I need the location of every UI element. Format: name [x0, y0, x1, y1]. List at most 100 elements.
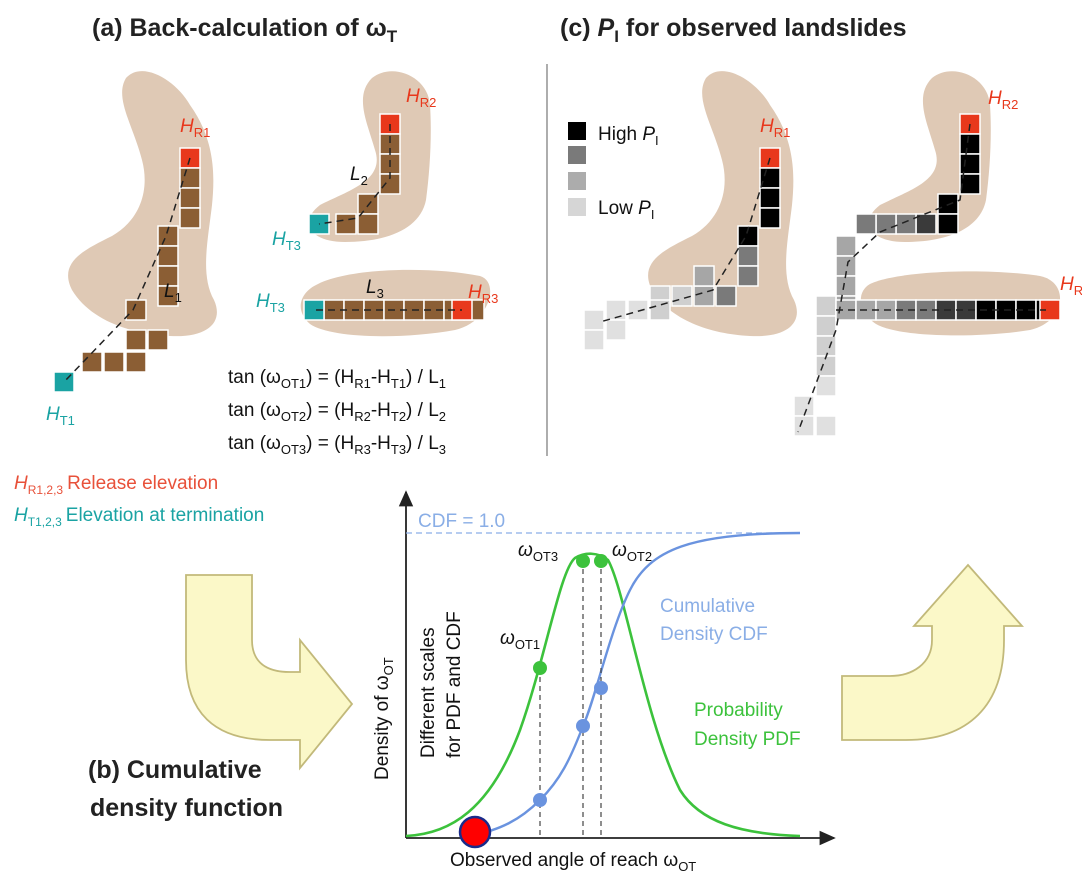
- cdf-point-wot3: [576, 719, 590, 733]
- label-HR3: HR3: [468, 282, 498, 306]
- pi-cell: [937, 213, 959, 235]
- label-HT3-upper: HT3: [272, 229, 301, 253]
- landslide-c1-shape: [648, 71, 797, 337]
- path-cell: [179, 167, 201, 189]
- pi-cell: [693, 285, 715, 307]
- pi-cell: [671, 285, 693, 307]
- pi-cell: [759, 187, 781, 209]
- cdf-name-line2: Density CDF: [660, 624, 768, 645]
- pdf-name-line1: Probability: [694, 700, 783, 721]
- arrow-left-curved: [185, 574, 354, 771]
- legend-swatch-low: [568, 198, 586, 216]
- cdf-name-line1: Cumulative: [660, 596, 755, 617]
- pi-legend: High PI Low PI: [568, 122, 659, 222]
- arrow-right-curved: [841, 563, 1024, 741]
- path-cell: [179, 207, 201, 229]
- pi-cell: [835, 235, 857, 257]
- flow-path-1: [63, 157, 191, 383]
- label-c-HR1: HR1: [760, 116, 790, 140]
- pi-cell: [737, 245, 759, 267]
- path-cell: [179, 187, 201, 209]
- pi-cell: [835, 275, 857, 297]
- legend-swatch-mid: [568, 146, 586, 164]
- pi-cell: [815, 355, 837, 377]
- path-cell: [157, 285, 179, 307]
- pi-cell: [693, 265, 715, 287]
- flow-path-2: [318, 124, 391, 225]
- path-cell: [125, 329, 147, 351]
- pi-cell: [605, 319, 627, 341]
- equation-1: tan (ωOT1) = (HR1-HT1) / L1: [228, 367, 446, 391]
- pi-cell: [759, 207, 781, 229]
- legend-swatch-high: [568, 122, 586, 140]
- cdf-chart: CDF = 1.0 ωOT1 ωOT3 ωOT2 Cumulative Dens…: [372, 490, 836, 874]
- label-L3: L3: [366, 277, 384, 301]
- pdf-name-line2: Density PDF: [694, 729, 801, 750]
- pi-cell: [793, 415, 815, 437]
- pi-cell: [959, 153, 981, 175]
- pdf-curve: [405, 552, 801, 838]
- pi-cell: [875, 213, 897, 235]
- equation-3: tan (ωOT3) = (HR3-HT3) / L3: [228, 433, 446, 457]
- pi-cell: [815, 375, 837, 397]
- pi-cell: [855, 213, 877, 235]
- pi-cell: [815, 315, 837, 337]
- cdf-point-wot1: [533, 793, 547, 807]
- pi-cell: [759, 167, 781, 189]
- cdf-max-label: CDF = 1.0: [418, 511, 505, 532]
- label-HR1: HR1: [180, 116, 210, 140]
- cdf-curve: [469, 531, 801, 838]
- label-wot2: ωOT2: [612, 540, 652, 564]
- termination-cell: [303, 299, 325, 321]
- path-cell: [103, 351, 125, 373]
- path-cell: [147, 329, 169, 351]
- path-cell: [335, 213, 357, 235]
- label-HT1: HT1: [46, 404, 75, 428]
- label-HR2: HR2: [406, 86, 436, 110]
- pi-cell: [627, 299, 649, 321]
- legend-swatch-midlow: [568, 172, 586, 190]
- scales-note-line1: Different scales: [418, 627, 439, 758]
- label-L2: L2: [350, 164, 368, 188]
- red-marker: [458, 815, 492, 849]
- equations: tan (ωOT1) = (HR1-HT1) / L1 tan (ωOT2) =…: [228, 367, 446, 457]
- x-axis-label: Observed angle of reach ωOT: [450, 850, 696, 874]
- pdf-point-wot2: [594, 554, 608, 568]
- flow-path-c2: [797, 123, 971, 433]
- landslide-cells-a: [53, 113, 485, 393]
- pi-cell: [737, 265, 759, 287]
- pi-cell: [815, 295, 837, 317]
- pi-cell: [583, 309, 605, 331]
- landslide-1-shape: [68, 71, 217, 337]
- legend-high-label: High PI: [598, 124, 659, 148]
- cdf-point-wot2: [594, 681, 608, 695]
- equation-2: tan (ωOT2) = (HR2-HT2) / L2: [228, 400, 446, 424]
- label-c-HR3: HR: [1060, 274, 1082, 298]
- label-L1: L1: [164, 281, 182, 305]
- panel-b-title-line2: density function: [90, 794, 283, 822]
- label-HT3-lower: HT3: [256, 291, 285, 315]
- pi-cell: [895, 213, 917, 235]
- panel-a-title: (a) Back-calculation of ωT: [92, 14, 398, 46]
- pi-cell: [715, 285, 737, 307]
- path-cell: [125, 299, 147, 321]
- path-cell: [157, 245, 179, 267]
- pi-cell: [815, 415, 837, 437]
- path-cell: [357, 213, 379, 235]
- pdf-point-wot1: [533, 661, 547, 675]
- y-axis-label: Density of ωOT: [372, 657, 396, 780]
- pi-cell: [815, 335, 837, 357]
- panel-b-title-line1: (b) Cumulative: [88, 756, 262, 784]
- pi-cell: [649, 299, 671, 321]
- pdf-point-wot3: [576, 554, 590, 568]
- flow-path-c1: [599, 157, 771, 323]
- pi-cell: [583, 329, 605, 351]
- legend-low-label: Low PI: [598, 198, 654, 222]
- scales-note-line2: for PDF and CDF: [444, 611, 465, 758]
- panel-c-title: (c) PI for observed landslides: [560, 14, 907, 46]
- pi-cell: [959, 133, 981, 155]
- label-c-HR2: HR2: [988, 88, 1018, 112]
